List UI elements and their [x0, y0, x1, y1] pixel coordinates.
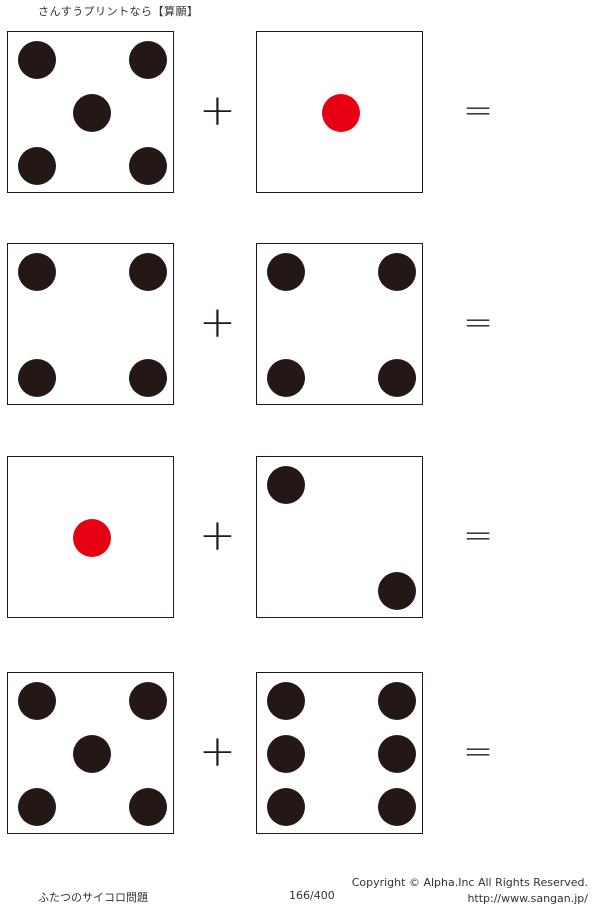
problem-row: +=: [0, 31, 600, 195]
die-left: [7, 243, 174, 405]
plus-sign: +: [199, 510, 236, 561]
equals-sign: =: [463, 302, 494, 343]
die-pip: [378, 359, 416, 397]
die-pip: [18, 682, 56, 720]
problem-row: +=: [0, 672, 600, 836]
die-pip: [129, 682, 167, 720]
die-left: [7, 672, 174, 834]
die-right: [256, 243, 423, 405]
problem-row: +=: [0, 456, 600, 620]
die-pip: [267, 682, 305, 720]
die-pip: [129, 359, 167, 397]
die-pip: [73, 94, 111, 132]
plus-sign: +: [199, 297, 236, 348]
die-pip: [73, 735, 111, 773]
die-pip: [129, 41, 167, 79]
die-right: [256, 31, 423, 193]
die-pip: [129, 788, 167, 826]
die-pip: [322, 94, 360, 132]
die-pip: [18, 359, 56, 397]
die-pip: [18, 41, 56, 79]
die-pip: [267, 466, 305, 504]
die-pip: [18, 253, 56, 291]
header-title: さんすうプリントなら【算願】: [38, 5, 199, 18]
die-pip: [378, 735, 416, 773]
plus-sign: +: [199, 85, 236, 136]
die-pip: [267, 735, 305, 773]
equals-sign: =: [463, 515, 494, 556]
die-pip: [129, 253, 167, 291]
die-pip: [378, 572, 416, 610]
site-url: http://www.sangan.jp/: [467, 892, 588, 905]
page-number: 166/400: [289, 889, 335, 902]
plus-sign: +: [199, 726, 236, 777]
die-pip: [73, 519, 111, 557]
die-pip: [378, 788, 416, 826]
die-pip: [267, 253, 305, 291]
die-pip: [267, 359, 305, 397]
die-pip: [129, 147, 167, 185]
die-left: [7, 456, 174, 618]
die-pip: [378, 253, 416, 291]
equals-sign: =: [463, 731, 494, 772]
die-pip: [18, 147, 56, 185]
die-right: [256, 456, 423, 618]
footer-title: ふたつのサイコロ問題: [38, 891, 148, 904]
equals-sign: =: [463, 90, 494, 131]
problem-row: +=: [0, 243, 600, 407]
die-pip: [267, 788, 305, 826]
copyright: Copyright © Alpha.Inc All Rights Reserve…: [351, 876, 588, 889]
die-pip: [378, 682, 416, 720]
die-left: [7, 31, 174, 193]
die-right: [256, 672, 423, 834]
die-pip: [18, 788, 56, 826]
